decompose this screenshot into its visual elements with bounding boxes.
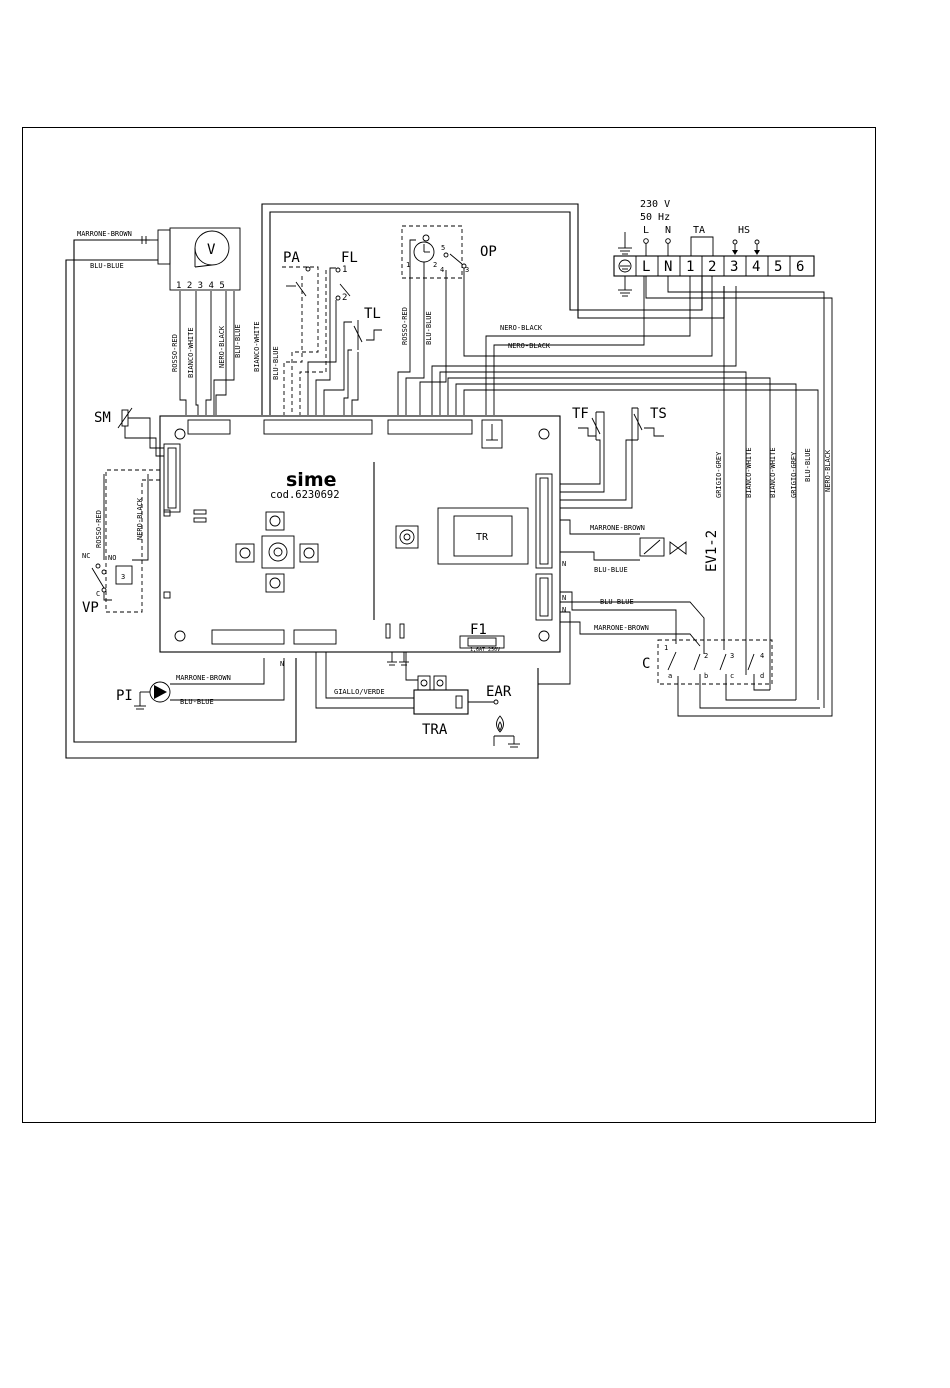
right-wire-bianco-1: BIANCO-WHITE (745, 447, 753, 498)
supply-frequency: 50 Hz (640, 212, 670, 223)
pi-label: PI (116, 688, 133, 704)
c-label: C (642, 656, 650, 672)
fan-pins: 1 2 3 4 5 (176, 281, 225, 291)
pi-wire-blue: BLU-BLUE (180, 698, 214, 706)
board-brand: sime (286, 469, 337, 491)
right-wire-grigio-2: GRIGIO-GREY (790, 451, 798, 498)
conn-n1: N (562, 594, 566, 602)
fuse-rating: 1,6AT 250V (470, 647, 500, 653)
fan-wire-bianco: BIANCO-WHITE (187, 327, 195, 378)
op-pin-4: 4 (440, 266, 444, 274)
c-pin-3: 3 (730, 652, 734, 660)
terminal-L: L (642, 259, 650, 275)
tl-label: TL (364, 306, 381, 322)
vp-label: VP (82, 600, 99, 616)
c-wire-blue: BLU-BLUE (600, 598, 634, 606)
right-wire-nero: NERO-BLACK (824, 449, 832, 492)
fl-label: FL (341, 250, 358, 266)
top-wire-blu: BLU-BLUE (272, 346, 280, 380)
terminal-block: L N 1 2 3 4 5 6 (613, 255, 815, 277)
tf-label: TF (572, 406, 589, 422)
terminal-2: 2 (708, 259, 716, 275)
c-pin-1: 1 (664, 644, 668, 652)
right-wire-blu: BLU-BLUE (804, 448, 812, 482)
op-pin-1: 1 (406, 261, 410, 269)
ev-label: EV1-2 (704, 530, 720, 572)
ev-n: N (562, 560, 566, 568)
op-pin-5: 5 (441, 244, 445, 252)
right-wire-bianco-2: BIANCO-WHITE (769, 447, 777, 498)
c-wire-brown: MARRONE-BROWN (594, 624, 649, 632)
tra-wire-giallo: GIALLO/VERDE (334, 688, 385, 696)
c-pin-4: 4 (760, 652, 764, 660)
fan-wire-blue: BLU-BLUE (90, 262, 124, 270)
c-letter-c: c (730, 672, 734, 680)
diagram-frame (22, 127, 876, 1123)
ear-label: EAR (486, 684, 512, 700)
svg-text:3: 3 (121, 573, 125, 581)
fan-wire-brown: MARRONE-BROWN (77, 230, 132, 238)
vp-nc: NC (82, 552, 90, 560)
ev-wire-brown: MARRONE-BROWN (590, 524, 645, 532)
c-letter-b: b (704, 672, 708, 680)
nero-black-1: NERO-BLACK (500, 324, 543, 332)
op-wire-blu: BLU-BLUE (425, 311, 433, 345)
pi-wire-brown: MARRONE-BROWN (176, 674, 231, 682)
fan-wire-rosso: ROSSO-RED (171, 334, 179, 372)
op-pin-3: 3 (465, 266, 469, 274)
fl-pin-2: 2 (342, 293, 347, 303)
op-wire-rosso: ROSSO-RED (401, 307, 409, 345)
fl-pin-1: 1 (342, 265, 347, 275)
fan-v: V 1 2 3 4 5 (157, 227, 241, 291)
vp-no: NO (108, 554, 116, 562)
right-wire-grigio-1: GRIGIO-GREY (715, 451, 723, 498)
terminal-1: 1 (686, 259, 694, 275)
top-wire-bianco: BIANCO-WHITE (253, 321, 261, 372)
conn-n2: N (562, 606, 566, 614)
c-letter-d: d (760, 672, 764, 680)
pa-label: PA (283, 250, 300, 266)
op-pin-2: 2 (433, 261, 437, 269)
supply-L: L (643, 225, 649, 236)
supply-voltage: 230 V (640, 199, 670, 210)
terminal-3: 3 (730, 259, 738, 275)
terminal-6: 6 (796, 259, 804, 275)
terminal-5: 5 (774, 259, 782, 275)
nero-black-2: NERO-BLACK (508, 342, 551, 350)
fuse-label: F1 (470, 622, 487, 638)
sm-label: SM (94, 410, 111, 426)
hs-label: HS (738, 225, 750, 236)
ts-label: TS (650, 406, 667, 422)
terminal-4: 4 (752, 259, 760, 275)
tr-label: TR (476, 532, 489, 543)
vp-wire-rosso: ROSSO-RED (95, 510, 103, 548)
vp-wire-nero: NERO-BLACK (136, 497, 144, 540)
fan-wire-blu: BLU-BLUE (234, 324, 242, 358)
c-letter-a: a (668, 672, 672, 680)
fan-label: V (207, 242, 216, 258)
ev-wire-blue: BLU-BLUE (594, 566, 628, 574)
ta-label: TA (693, 225, 705, 236)
conn-n-pump: N (280, 660, 284, 668)
supply-N: N (665, 225, 671, 236)
control-board: TR 1,6AT 250V F1 sime cod.6230692 (159, 415, 561, 653)
vp-c: C (96, 590, 100, 598)
op-label: OP (480, 244, 497, 260)
board-code: cod.6230692 (270, 489, 340, 501)
tra-label: TRA (422, 722, 448, 738)
c-pin-2: 2 (704, 652, 708, 660)
terminal-N: N (664, 259, 672, 275)
fan-wire-nero: NERO-BLACK (218, 325, 226, 368)
